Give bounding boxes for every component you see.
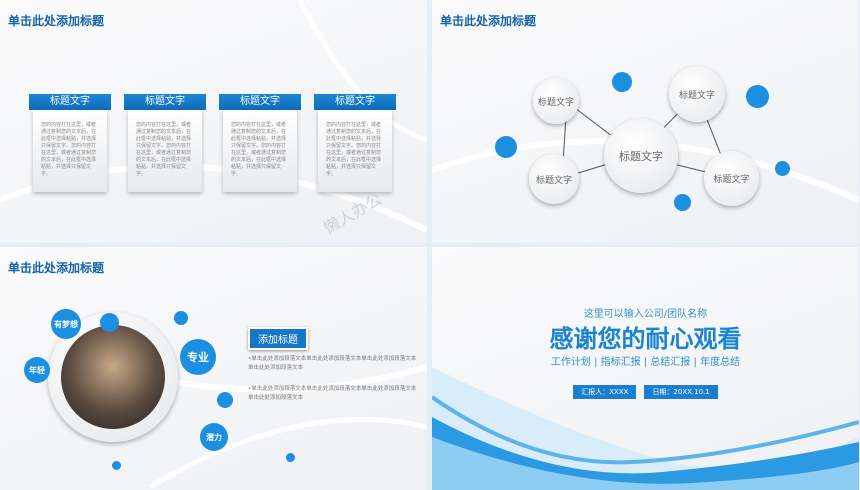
card: 标题文字您的内容打在这里，或者通过复制您的文本后，在此框中选择粘贴，并选择只保留… [29,94,111,194]
node-circle: 标题文字 [533,78,579,124]
decor-dot [286,453,295,462]
bubble: 潜力 [200,423,228,451]
node-circle: 标题文字 [529,154,579,204]
decor-dot [112,461,121,470]
bubble: 年轻 [24,357,50,383]
headline: 感谢您的耐心观看 [549,325,742,353]
slide-2[interactable]: 单击此处添加标题 标题文字 标题文字 标题文字 标题文字 标题文字 [432,0,859,243]
slide-title[interactable]: 单击此处添加标题 [8,261,105,275]
card-body: 您的内容打在这里，或者通过复制您的文本后，在此框中选择粘贴，并选择只保留文字。您… [223,110,297,192]
date-label: 日期：20XX.10.1 [644,385,718,399]
decor-dot [746,85,769,108]
card: 标题文字您的内容打在这里，或者通过复制您的文本后，在此框中选择粘贴，并选择只保留… [124,94,206,194]
slide-title[interactable]: 单击此处添加标题 [8,14,105,28]
decor-dot [495,136,517,158]
slide-4[interactable]: 这里可以输入公司/团队名称 感谢您的耐心观看 工作计划 | 指标汇报 | 总结汇… [432,247,859,490]
card-heading: 标题文字 [314,94,396,110]
decor-dot [612,72,632,92]
subtitle: 工作计划 | 指标汇报 | 总结汇报 | 年度总结 [550,357,741,368]
card: 标题文字您的内容打在这里，或者通过复制您的文本后，在此框中选择粘贴，并选择只保留… [314,94,396,194]
card-body: 您的内容打在这里，或者通过复制您的文本后，在此框中选择粘贴，并选择只保留文字。您… [33,110,107,192]
card-heading: 标题文字 [124,94,206,110]
bullet-text: •单击此处添加段落文本单击此处添加段落文本单击此处添加段落文本单击此处添加段落文… [248,386,417,401]
team-photo [61,325,165,429]
company-name: 这里可以输入公司/团队名称 [583,309,708,320]
center-circle: 标题文字 [604,119,678,193]
slide-1[interactable]: 单击此处添加标题 标题文字您的内容打在这里，或者通过复制您的文本后，在此框中选择… [0,0,427,243]
decor-dot [100,313,119,332]
decor-dot [174,311,188,325]
bubble: 专业 [180,339,216,375]
slide-title[interactable]: 单击此处添加标题 [440,14,537,28]
bullet-text: •单击此处添加段落文本单击此处添加段落文本单击此处添加段落文本单击此处添加段落文… [248,356,417,371]
blue-waves [432,367,859,490]
info-row: 汇报人：XXXX 日期：20XX.10.1 [432,379,859,399]
decor-dot [775,161,790,176]
add-title-tag[interactable]: 添加标题 [248,327,308,350]
card-heading: 标题文字 [219,94,301,110]
card-body: 您的内容打在这里，或者通过复制您的文本后，在此框中选择粘贴，并选择只保留文字。您… [318,110,392,192]
bubble: 有梦想 [51,309,81,339]
node-circle: 标题文字 [669,66,725,122]
slide-3[interactable]: 单击此处添加标题 有梦想 年轻 专业 潜力 添加标题 •单击此处添加段落文本单击… [0,247,427,490]
reporter-label: 汇报人：XXXX [573,385,637,399]
node-circle: 标题文字 [704,151,759,206]
decor-dot [217,392,233,408]
card: 标题文字您的内容打在这里，或者通过复制您的文本后，在此框中选择粘贴，并选择只保留… [219,94,301,194]
card-heading: 标题文字 [29,94,111,110]
card-body: 您的内容打在这里，或者通过复制您的文本后，在此框中选择粘贴，并选择只保留文字。您… [128,110,202,192]
decor-dot [674,194,691,211]
